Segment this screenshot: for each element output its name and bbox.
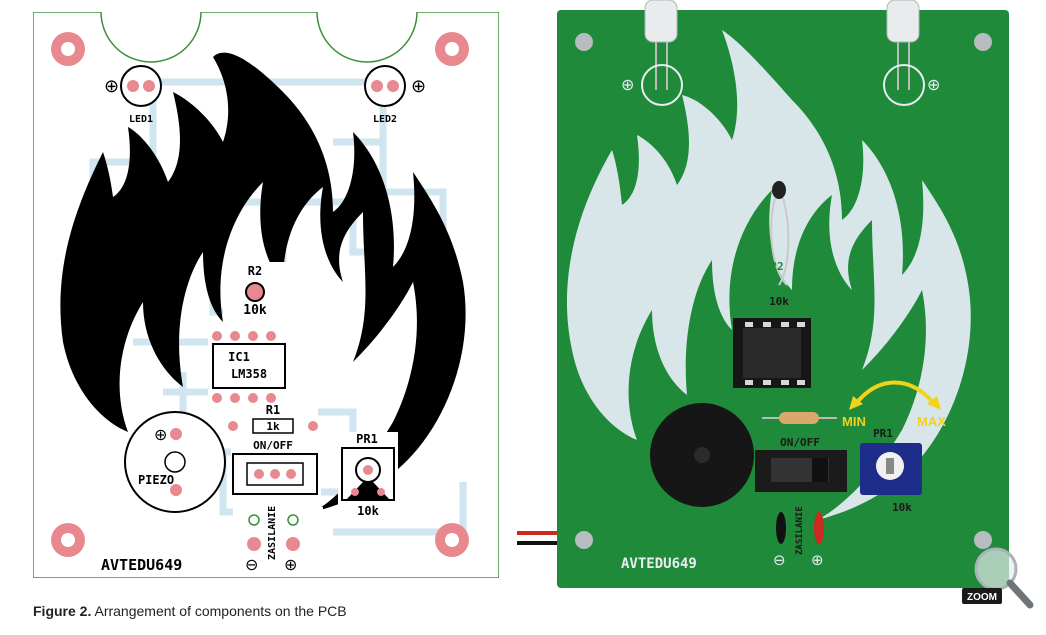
photo-flame — [566, 30, 971, 520]
pcb-layout-svg: ⊕ LED1 ⊕ LED2 R2 10k IC1 LM358 R1 — [32, 11, 500, 579]
pcb-layout-drawing: ⊕ LED1 ⊕ LED2 R2 10k IC1 LM358 R1 — [32, 11, 500, 579]
photo-power-label: ZASILANIE — [795, 506, 805, 555]
zoom-label: ZOOM — [967, 592, 997, 603]
photo-pr1-label: PR1 — [873, 427, 893, 440]
photo-plus-icon: ⊕ — [811, 551, 824, 569]
led1-plus-icon: ⊕ — [104, 76, 119, 97]
led1-label: LED1 — [129, 114, 153, 125]
led2-label: LED2 — [373, 114, 397, 125]
pr1-value: 10k — [357, 504, 379, 518]
pcb-photo-svg: ⊕ ⊕ LED2 R2 10k R1 ON/OFF PR1 10k — [517, 0, 1009, 588]
piezo-plus-icon: ⊕ — [154, 425, 167, 444]
photo-r2-label: R2 — [770, 260, 783, 273]
ic1-label: IC1 — [228, 350, 250, 364]
led2-footprint: ⊕ — [364, 65, 426, 107]
piezo-footprint: ⊕ — [124, 411, 226, 513]
photo-board-name: AVTEDU649 — [621, 556, 697, 572]
min-max-arrow — [853, 380, 937, 407]
power-label: ZASILANIE — [267, 506, 278, 560]
flame-silhouette — [60, 52, 466, 512]
led2-plus-icon: ⊕ — [411, 76, 426, 97]
piezo-label: PIEZO — [138, 473, 174, 487]
photo-pr1-value: 10k — [892, 501, 912, 514]
mounting-holes — [51, 32, 469, 557]
pcb-photo: ⊕ ⊕ LED2 R2 10k R1 ON/OFF PR1 10k — [517, 0, 1046, 598]
r2-value: 10k — [243, 303, 267, 318]
board-name: AVTEDU649 — [101, 556, 182, 574]
figure-caption-text: Arrangement of components on the PCB — [91, 603, 347, 619]
max-label: MAX — [917, 414, 946, 429]
power-plus-icon: ⊕ — [284, 555, 297, 574]
r1-label: R1 — [266, 403, 280, 417]
ic1-footprint — [208, 330, 288, 408]
ic1-value: LM358 — [231, 367, 267, 381]
figure-caption: Figure 2. Arrangement of components on t… — [33, 603, 347, 619]
photo-r1-label: R1 — [789, 398, 801, 409]
magnifier-icon: ZOOM — [962, 547, 1034, 609]
photo-led2-plus-icon: ⊕ — [927, 75, 940, 94]
zoom-button[interactable]: ZOOM — [960, 545, 1040, 617]
photo-led1-plus-icon: ⊕ — [621, 75, 634, 94]
switch-label: ON/OFF — [253, 439, 293, 452]
r1-value: 1k — [266, 420, 280, 433]
r2-label: R2 — [248, 264, 262, 278]
led1-footprint: ⊕ — [104, 65, 162, 107]
min-label: MIN — [842, 414, 866, 429]
photo-led2-label: LED2 — [893, 109, 915, 119]
photo-r2-value: 10k — [769, 295, 789, 308]
photo-minus-icon: ⊖ — [773, 551, 786, 569]
figure-number: Figure 2. — [33, 603, 92, 619]
power-minus-icon: ⊖ — [245, 555, 258, 574]
pr1-label: PR1 — [356, 432, 378, 446]
photo-switch-label: ON/OFF — [780, 436, 820, 449]
